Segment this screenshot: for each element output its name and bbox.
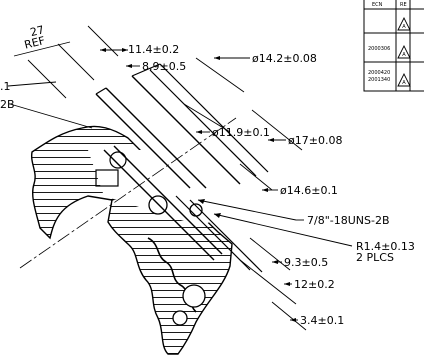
centerline [19, 117, 237, 269]
dim-dia-14-6: ø14.6±0.1 [280, 184, 338, 197]
dim-ref-label: REF [23, 34, 46, 52]
dim-dia-17: ø17±0.08 [288, 134, 342, 147]
revision-flag-icon [397, 16, 411, 87]
dim-11-4: 11.4±0.2 [128, 43, 179, 56]
dim-ref-value: 27 [29, 23, 46, 39]
table-ecn-2000420: 2000420 [368, 70, 390, 76]
dim-cut-left-1: .1 [0, 80, 11, 93]
table-ecn-2001340: 2001340 [368, 77, 390, 83]
revision-flag-letter: A [402, 24, 406, 30]
dim-9-3: 9.3±0.5 [284, 256, 328, 269]
revision-flag-letter: A [402, 52, 406, 58]
part-section [30, 125, 238, 355]
arrowheads [100, 48, 296, 322]
dim-cut-left-2: 2B [0, 98, 15, 111]
dim-8-9: 8.9±0.5 [142, 60, 186, 73]
thread-callout: 7/8"-18UNS-2B [307, 214, 390, 227]
dim-12: 12±0.2 [294, 278, 335, 291]
radius-callout: R1.4±0.13 [356, 240, 415, 253]
dimension-lines [7, 25, 353, 331]
table-header-rev: RE [400, 2, 407, 8]
dimension-labels: 27 REF 11.4±0.2 8.9±0.5 ø14.2±0.08 ø11.9… [0, 23, 415, 327]
table-header-ecn: ECN [372, 2, 383, 8]
dim-dia-14-2: ø14.2±0.08 [252, 52, 317, 65]
dim-dia-11-9: ø11.9±0.1 [212, 126, 270, 139]
dim-3-4: 3.4±0.1 [300, 314, 344, 327]
bore-outline [95, 63, 269, 273]
table-ecn-2000306: 2000306 [368, 46, 390, 52]
radius-note: 2 PLCS [356, 251, 394, 264]
revision-flag-letter: A [402, 80, 406, 86]
revision-table: ECN RE 2000306 2000420 2001340 [363, 0, 424, 92]
